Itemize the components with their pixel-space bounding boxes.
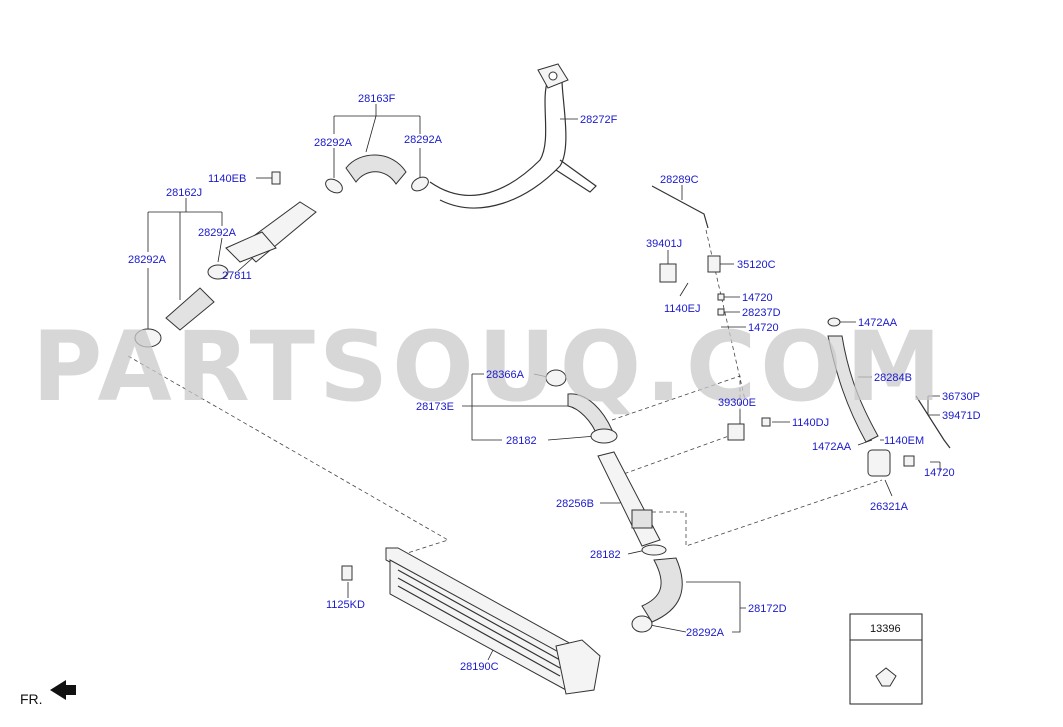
clamp-28366A [545,369,567,387]
callout-28366A[interactable]: 28366A [486,369,525,381]
callout-28173E[interactable]: 28173E [416,401,454,413]
callout-1140EM[interactable]: 1140EM [884,435,924,447]
callout-1125KD[interactable]: 1125KD [326,599,365,611]
callout-28172D[interactable]: 28172D [748,603,787,615]
pipe-28272F [429,63,597,209]
callout-26321A[interactable]: 26321A [870,501,909,513]
callout-39401J[interactable]: 39401J [646,238,682,250]
intercooler-28190C [385,547,601,695]
callout-28237D[interactable]: 28237D [742,307,781,319]
callout-36730P[interactable]: 36730P [942,391,980,403]
clamp-28182-upper [590,428,618,444]
orientation-label: FR. [20,691,43,707]
callout-28292A-4[interactable]: 28292A [128,254,167,266]
callout-1472AA-2[interactable]: 1472AA [812,441,852,453]
callout-1140EB[interactable]: 1140EB [208,173,246,185]
clamp-28292A-right [411,176,429,192]
callout-28292A-1[interactable]: 28292A [314,137,353,149]
callout-39300E[interactable]: 39300E [718,397,756,409]
rod-28289C [651,185,709,229]
clamp-28292A-low [134,328,162,348]
clamp-28292A-bottom [631,615,653,633]
hose-28163F [345,154,407,185]
callout-28292A-5[interactable]: 28292A [686,627,725,639]
callout-28292A-2[interactable]: 28292A [404,134,443,146]
clamp-28182-lower [641,544,667,556]
callout-28284B[interactable]: 28284B [874,372,912,384]
sensor-39300E [727,423,745,441]
part-drawings [50,63,951,705]
pipe-28256B [597,451,661,547]
callout-1472AA-1[interactable]: 1472AA [858,317,898,329]
callout-14720-2[interactable]: 14720 [748,322,779,334]
callout-28292A-3[interactable]: 28292A [198,227,237,239]
callout-35120C[interactable]: 35120C [737,259,776,271]
hose-28172D [641,557,683,623]
callout-1140EJ[interactable]: 1140EJ [664,303,701,315]
clamp-28292A-left [325,178,343,194]
callout-28162J[interactable]: 28162J [166,187,202,199]
hose-28162J [165,287,215,331]
callout-28190C[interactable]: 28190C [460,661,499,673]
callout-14720-1[interactable]: 14720 [742,292,773,304]
callout-1140DJ[interactable]: 1140DJ [792,417,829,429]
callout-28163F[interactable]: 28163F [358,93,396,105]
callout-28182-1[interactable]: 28182 [506,435,537,447]
callout-14720-3[interactable]: 14720 [924,467,955,479]
bolt-1125KD [341,565,353,581]
callout-labels: 28163F 28272F 28292A 28292A 1140EB 28162… [128,93,981,673]
legend-box-13396 [849,613,923,705]
bracket-39401J [659,263,677,283]
callout-28272F[interactable]: 28272F [580,114,618,126]
front-arrow-icon [50,680,76,700]
clamp-28292A-mid [207,264,229,280]
callout-28256B[interactable]: 28256B [556,498,594,510]
hose-28284B [827,335,879,443]
watermark: PARTSOUQ.COM [32,311,945,423]
callout-28182-2[interactable]: 28182 [590,549,621,561]
legend-box-code: 13396 [870,623,901,635]
sensor-35120C [707,255,721,273]
bolt-1140EB [271,171,281,185]
callout-39471D[interactable]: 39471D [942,410,981,422]
callout-28289C[interactable]: 28289C [660,174,699,186]
callout-27811[interactable]: 27811 [222,270,252,282]
valve-26321A [867,449,891,477]
